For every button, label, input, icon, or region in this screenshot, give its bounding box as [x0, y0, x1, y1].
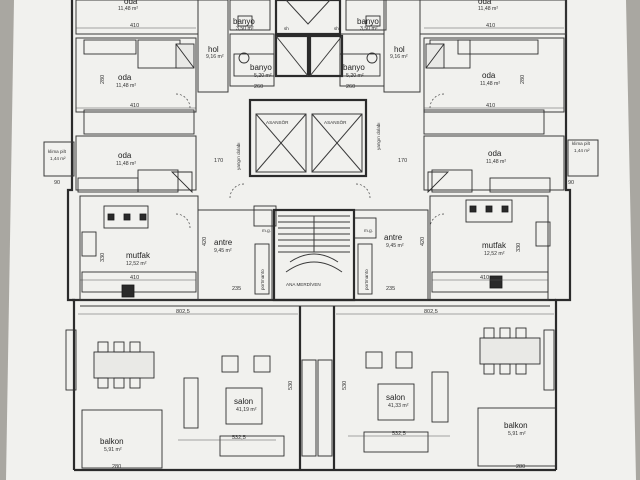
room-name-banyo-right: banyo: [343, 63, 365, 72]
portmanto-label-right: portmanto: [364, 269, 369, 290]
mg-label-left: m.g.: [262, 228, 271, 233]
room-name-mutfak-left: mutfak: [126, 251, 151, 260]
room-area-oda-right-1: 11,48 m²: [480, 81, 500, 87]
dim-280-bottom-right: 280: [516, 464, 525, 470]
dim-banyo-left: 260: [254, 84, 263, 90]
left-unit-rooms: [43, 0, 277, 301]
fire-cabinet-label-left: yangın dolabı: [236, 142, 241, 170]
core: [248, 0, 368, 302]
main-stair-label: ANA MERDİVEN: [286, 281, 321, 287]
room-name-klima-right: klima pilt: [572, 141, 591, 146]
room-area-mutfak-left: 12,52 m²: [126, 261, 147, 267]
dim-532-right: 532,5: [392, 431, 406, 437]
room-area-oda-top-right: 11,48 m²: [478, 6, 498, 12]
room-name-balkon-right: balkon: [504, 421, 528, 430]
mg-label-right: m.g.: [364, 228, 373, 233]
salon-zone: [65, 306, 557, 470]
room-name-hol-right: hol: [394, 45, 405, 54]
room-name-oda-right-1: oda: [482, 71, 496, 80]
dim-170-left: 170: [214, 158, 223, 164]
dim-mid-left: 410: [130, 103, 139, 109]
dim-top-right: 410: [486, 23, 495, 29]
elevator-label-right: ASANSÖR: [324, 119, 347, 125]
room-area-balkon-right: 5,91 m²: [508, 431, 526, 437]
room-name-oda-top-left: oda: [124, 0, 138, 6]
stair-treads: [278, 215, 350, 273]
room-name-oda-top-right: oda: [478, 0, 492, 6]
room-area-oda-left-1: 11,48 m²: [116, 83, 136, 89]
room-area-antre-left: 9,45 m²: [214, 248, 232, 254]
room-area-banyo-top-right: 3,50 m²: [360, 26, 378, 32]
room-area-banyo-left: 5,20 m²: [254, 73, 272, 79]
room-area-balkon-left: 5,91 m²: [104, 447, 122, 453]
dimension-lines: [76, 27, 564, 441]
dim-420-right: 420: [420, 237, 426, 246]
room-name-salon-left: salon: [234, 397, 253, 406]
dim-330-left: 330: [100, 253, 106, 262]
room-area-oda-left-2: 11,48 m²: [116, 161, 136, 167]
right-unit-rooms: [339, 0, 599, 301]
room-name-banyo-top-right: banyo: [357, 17, 379, 26]
dim-mid-right: 410: [486, 103, 495, 109]
dim-280-left: 280: [100, 75, 106, 84]
dim-530-left: 530: [288, 381, 294, 390]
portmanto-label-left: portmanto: [260, 269, 265, 290]
room-area-banyo-top-left: 3,50 m²: [236, 26, 254, 32]
room-area-hol-right: 9,16 m²: [390, 54, 408, 60]
room-area-oda-top-left: 11,48 m²: [118, 6, 138, 12]
sh-label-right: sh: [334, 26, 339, 31]
dim-530-right: 530: [342, 381, 348, 390]
room-name-oda-right-2: oda: [488, 149, 502, 158]
paper-shadow-left: [0, 0, 14, 480]
dim-802-left: 802,5: [176, 309, 190, 315]
room-name-mutfak-right: mutfak: [482, 241, 507, 250]
dim-banyo-right: 260: [346, 84, 355, 90]
room-area-salon-left: 41,19 m²: [236, 407, 257, 413]
room-area-mutfak-right: 12,52 m²: [484, 251, 505, 257]
paper-shadow-right: [626, 0, 640, 480]
elevator-label-left: ASANSÖR: [266, 119, 289, 125]
door-swings: [175, 93, 445, 229]
room-name-oda-left-1: oda: [118, 73, 132, 82]
dim-mutfak-left: 410: [130, 275, 139, 281]
room-area-salon-right: 41,33 m²: [388, 403, 409, 409]
dim-top-left: 410: [130, 23, 139, 29]
room-name-antre-left: antre: [214, 238, 233, 247]
room-area-klima-right: 1,44 m²: [574, 148, 590, 153]
dim-420-left: 420: [202, 237, 208, 246]
dim-235-right: 235: [386, 286, 395, 292]
room-name-antre-right: antre: [384, 233, 403, 242]
room-name-banyo-top-left: banyo: [233, 17, 255, 26]
room-name-klima-left: klima pilt: [48, 149, 67, 154]
dim-330-right: 330: [516, 243, 522, 252]
dim-mutfak-right: 410: [480, 275, 489, 281]
room-name-balkon-left: balkon: [100, 437, 124, 446]
room-area-klima-left: 1,44 m²: [50, 156, 66, 161]
room-area-antre-right: 9,45 m²: [386, 243, 404, 249]
dim-170-right: 170: [398, 158, 407, 164]
room-name-salon-right: salon: [386, 393, 405, 402]
dim-280-right: 280: [520, 75, 526, 84]
room-area-banyo-right: 5,20 m²: [346, 73, 364, 79]
room-area-hol-left: 9,16 m²: [206, 54, 224, 60]
dim-532-left: 532,5: [232, 435, 246, 441]
room-name-hol-left: hol: [208, 45, 219, 54]
room-name-banyo-left: banyo: [250, 63, 272, 72]
room-area-oda-right-2: 11,48 m²: [486, 159, 506, 165]
sh-label-left: sh: [284, 26, 289, 31]
fire-cabinet-label-right: yangın dolabı: [376, 122, 381, 150]
room-name-oda-left-2: oda: [118, 151, 132, 160]
dim-90-left: 90: [54, 180, 60, 186]
dim-280-bottom-left: 280: [112, 464, 121, 470]
dim-90-right: 90: [568, 180, 574, 186]
dim-235-left: 235: [232, 286, 241, 292]
dim-802-right: 802,5: [424, 309, 438, 315]
